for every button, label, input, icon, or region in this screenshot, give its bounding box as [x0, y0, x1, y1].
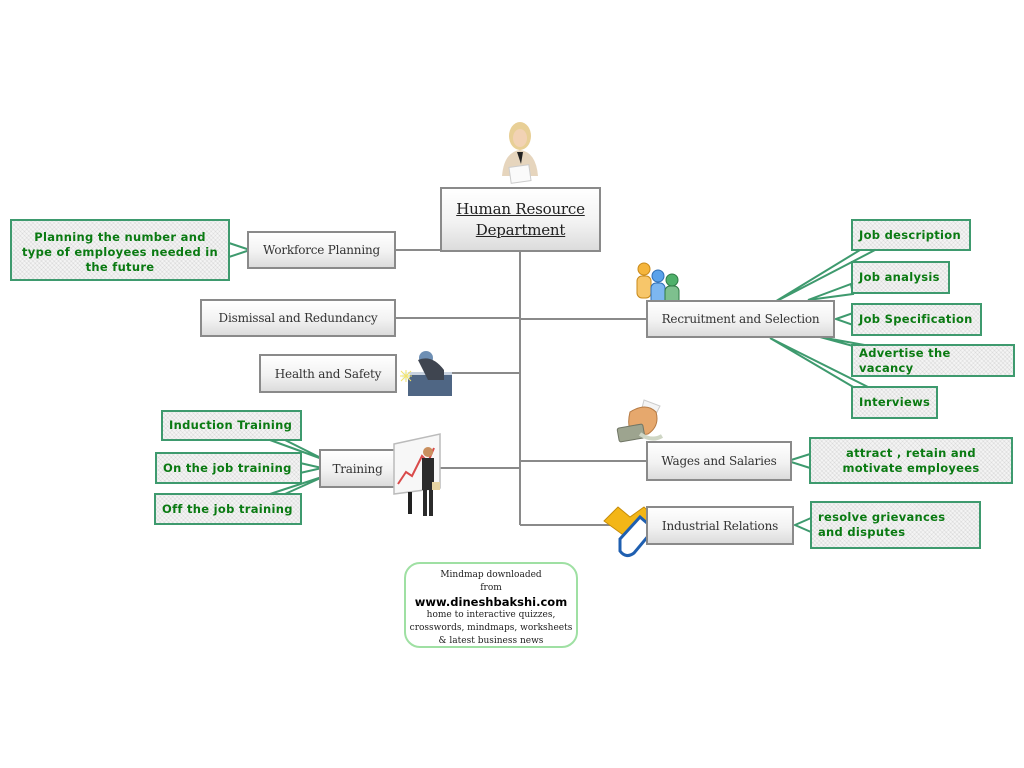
branch-industrial-relations[interactable]: Industrial Relations — [646, 506, 794, 545]
credit-line2: from — [480, 583, 502, 593]
branch-training[interactable]: Training — [319, 449, 396, 488]
callout-pointer — [792, 516, 812, 534]
note-wages[interactable]: attract , retain and motivate employees — [809, 437, 1013, 484]
note-on-the-job-training[interactable]: On the job training — [155, 452, 302, 484]
credit-line1: Mindmap downloaded — [440, 570, 542, 580]
root-title-line2: Department — [475, 220, 566, 239]
hand-money-icon — [616, 398, 666, 448]
root-node-hr-department[interactable]: Human Resource Department — [440, 187, 601, 252]
root-title-line1: Human Resource — [456, 199, 585, 218]
credit-line5: & latest business news — [438, 636, 544, 646]
note-job-analysis[interactable]: Job analysis — [851, 261, 950, 294]
branch-dismissal-redundancy[interactable]: Dismissal and Redundancy — [200, 299, 396, 337]
branch-workforce-planning[interactable]: Workforce Planning — [247, 231, 396, 269]
note-job-specification[interactable]: Job Specification — [851, 303, 982, 336]
credit-url-link[interactable]: www.dineshbakshi.com — [414, 595, 568, 609]
branch-recruitment-selection[interactable]: Recruitment and Selection — [646, 300, 835, 338]
businesswoman-icon — [490, 116, 550, 194]
branch-wages-salaries[interactable]: Wages and Salaries — [646, 441, 792, 481]
credit-line4: crosswords, mindmaps, worksheets — [409, 623, 573, 633]
note-off-the-job-training[interactable]: Off the job training — [154, 493, 302, 525]
note-job-description[interactable]: Job description — [851, 219, 971, 251]
note-induction-training[interactable]: Induction Training — [161, 410, 302, 441]
note-advertise-vacancy[interactable]: Advertise the vacancy — [851, 344, 1015, 377]
note-industrial-relations[interactable]: resolve grievances and disputes — [810, 501, 981, 549]
credit-line3: home to interactive quizzes, — [426, 610, 556, 620]
callout-pointer — [832, 311, 854, 327]
credit-box[interactable]: Mindmap downloaded from www.dineshbakshi… — [404, 562, 578, 648]
note-workforce-planning[interactable]: Planning the number and type of employee… — [10, 219, 230, 281]
branch-health-safety[interactable]: Health and Safety — [259, 354, 397, 393]
callout-pointer — [807, 282, 855, 301]
welder-icon — [398, 350, 454, 396]
presenter-icon — [392, 432, 444, 518]
note-interviews[interactable]: Interviews — [851, 386, 938, 419]
